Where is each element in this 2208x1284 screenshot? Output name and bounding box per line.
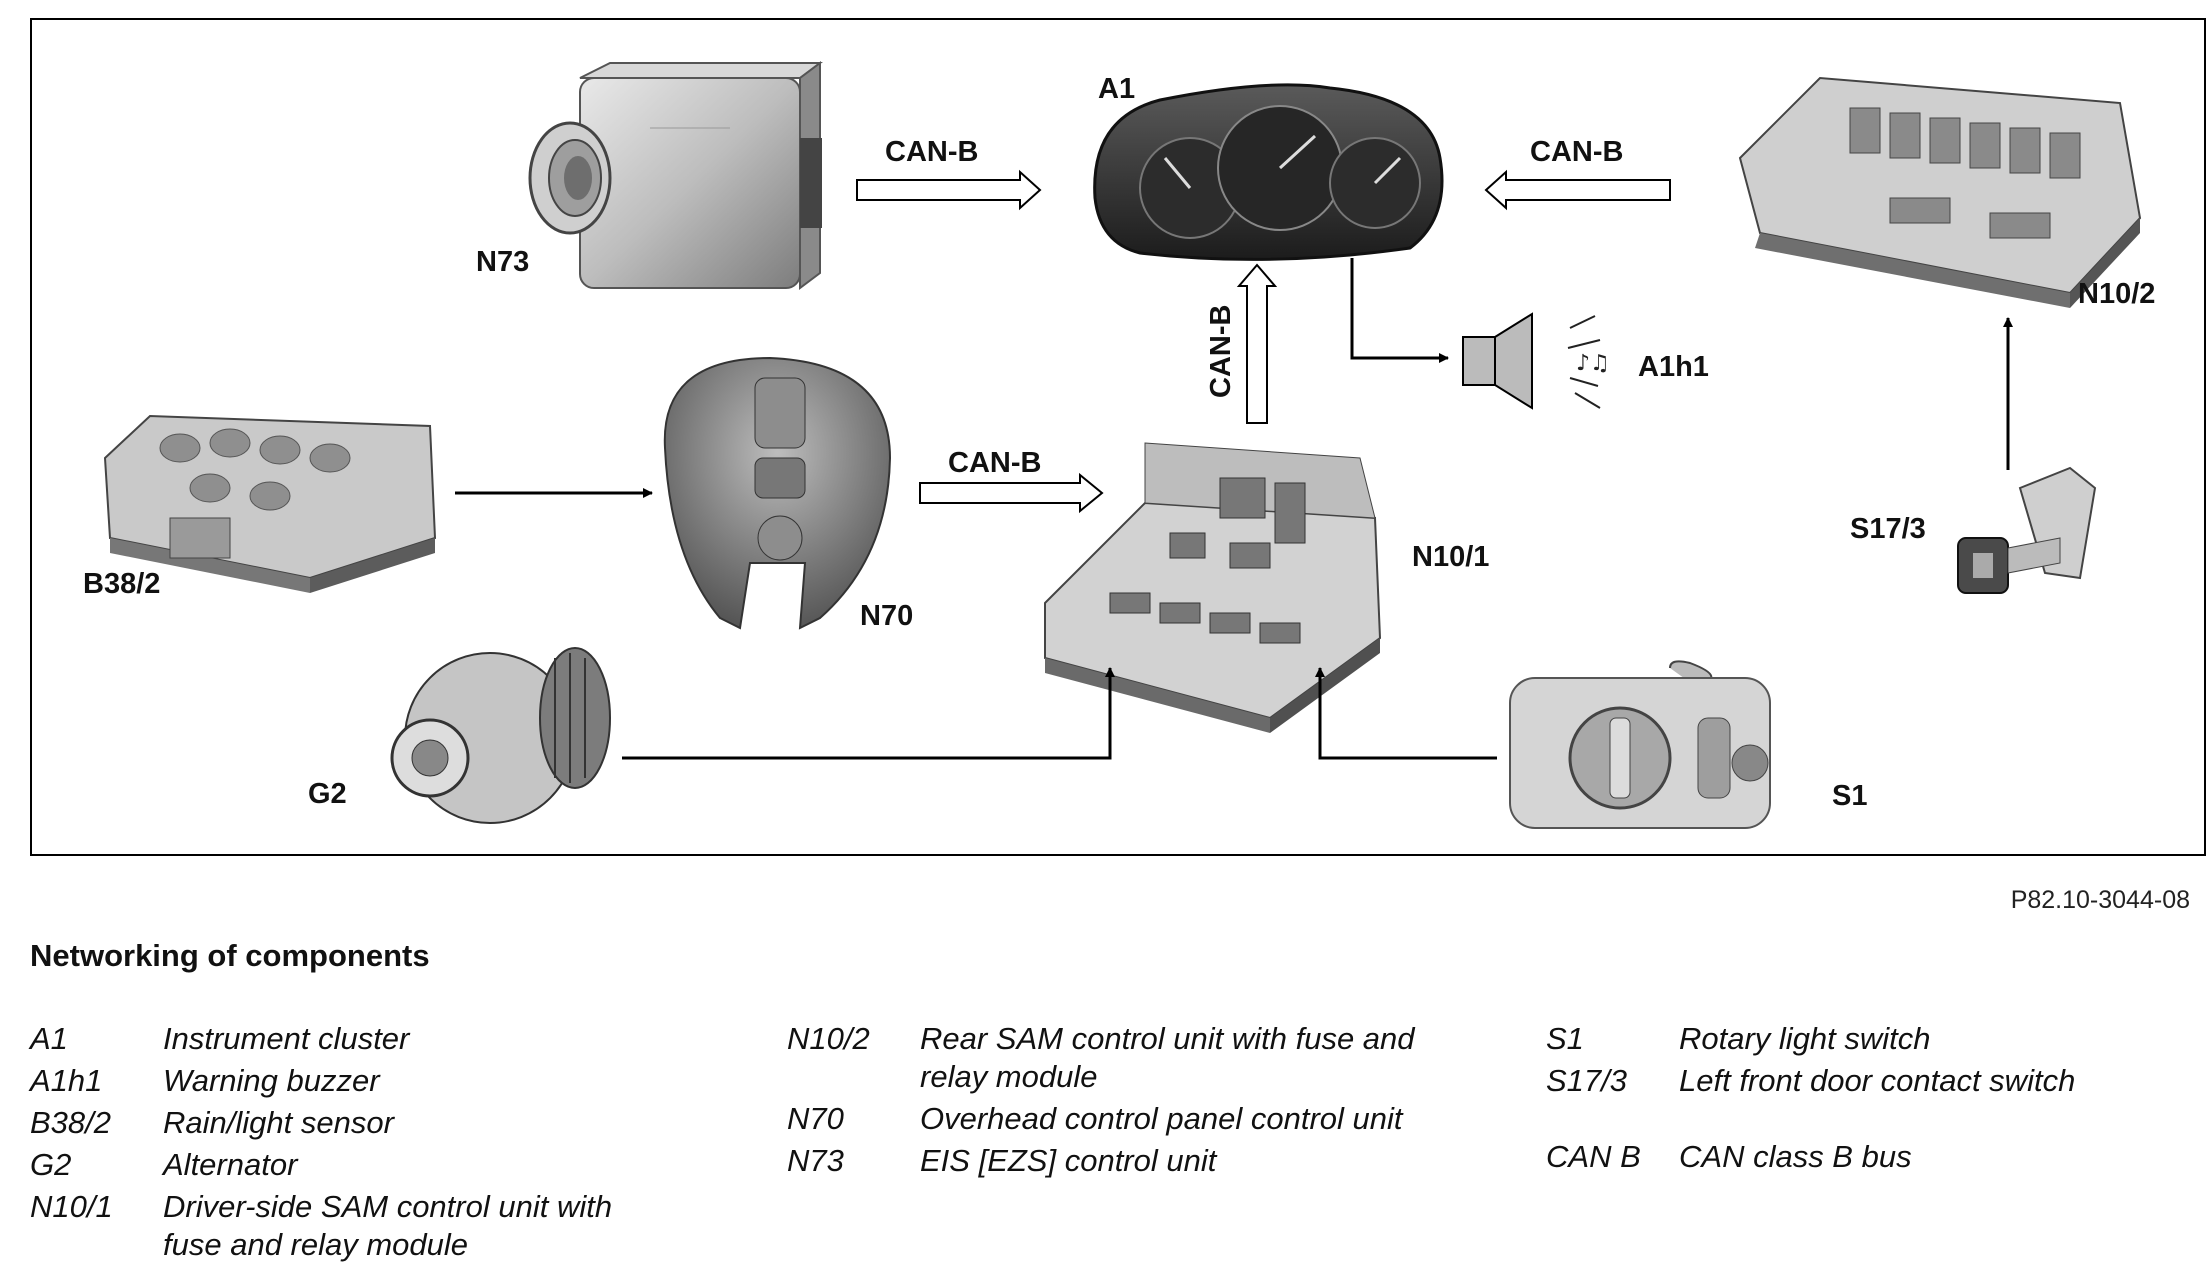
figure-caption: Networking of components bbox=[30, 938, 430, 973]
legend-desc: Warning buzzer bbox=[163, 1063, 380, 1098]
legend-column-2: N10/2 Rear SAM control unit with fuse and… bbox=[787, 1020, 1487, 1184]
legend-row: N10/2 Rear SAM control unit with fuse and… bbox=[787, 1020, 1487, 1096]
legend-desc: Driver-side SAM control unit with fuse a… bbox=[163, 1189, 613, 1262]
legend-row: G2 Alternator bbox=[30, 1146, 730, 1184]
legend-row: B38/2 Rain/light sensor bbox=[30, 1104, 730, 1142]
legend-row: CAN B CAN class B bus bbox=[1546, 1138, 2206, 1176]
a1h1-warning-buzzer-icon: ♪♫ bbox=[1462, 312, 1610, 410]
legend-column-3: S1 Rotary light switch S17/3 Left front do… bbox=[1546, 1020, 2206, 1180]
label-n73: N73 bbox=[476, 246, 529, 278]
line-a1-to-a1h1 bbox=[1350, 258, 1449, 363]
legend-row: N73 EIS [EZS] control unit bbox=[787, 1142, 1487, 1180]
legend-desc: EIS [EZS] control unit bbox=[920, 1143, 1217, 1178]
legend-row: A1h1 Warning buzzer bbox=[30, 1062, 730, 1100]
legend-code: N70 bbox=[787, 1101, 844, 1136]
legend-code: N10/1 bbox=[30, 1189, 113, 1224]
s1-rotary-light-switch-illustration bbox=[1509, 660, 1771, 829]
label-can-b-n73: CAN-B bbox=[885, 136, 978, 168]
g2-alternator-illustration bbox=[390, 647, 611, 824]
legend-code: S17/3 bbox=[1546, 1063, 1628, 1098]
label-a1h1: A1h1 bbox=[1638, 351, 1709, 383]
legend-desc: Left front door contact switch bbox=[1679, 1063, 2076, 1098]
label-s17-3: S17/3 bbox=[1850, 513, 1926, 545]
label-can-b-vertical: CAN-B bbox=[1205, 305, 1237, 398]
legend-code: G2 bbox=[30, 1147, 72, 1182]
legend-row: N70 Overhead control panel control unit bbox=[787, 1100, 1487, 1138]
line-g2-to-n10-1 bbox=[622, 667, 1115, 760]
legend-code: CAN B bbox=[1546, 1139, 1641, 1174]
legend-desc: CAN class B bus bbox=[1679, 1139, 1912, 1174]
n10-2-rear-sam-illustration bbox=[1738, 76, 2142, 308]
can-b-arrow-n73-to-a1 bbox=[856, 169, 1042, 211]
legend-desc: Alternator bbox=[163, 1147, 298, 1182]
legend-code: N10/2 bbox=[787, 1021, 870, 1056]
label-n10-2: N10/2 bbox=[2078, 278, 2155, 310]
legend-code: B38/2 bbox=[30, 1105, 112, 1140]
can-b-arrow-n70-to-n10-1 bbox=[919, 472, 1104, 514]
legend-desc: Rotary light switch bbox=[1679, 1021, 1931, 1056]
can-b-arrow-n10-2-to-a1 bbox=[1484, 169, 1671, 211]
label-g2: G2 bbox=[308, 778, 347, 810]
svg-text:♪♫: ♪♫ bbox=[1576, 351, 1610, 376]
b38-2-rain-light-sensor-illustration bbox=[103, 414, 437, 593]
can-b-arrow-n10-1-to-a1 bbox=[1236, 263, 1278, 424]
label-s1: S1 bbox=[1832, 780, 1867, 812]
legend-code: A1 bbox=[30, 1021, 68, 1056]
n10-1-driver-sam-illustration bbox=[1044, 442, 1382, 733]
legend-code: N73 bbox=[787, 1143, 844, 1178]
figure-reference: P82.10-3044-08 bbox=[2010, 886, 2190, 914]
legend-desc: Rain/light sensor bbox=[163, 1105, 394, 1140]
legend-desc: Rear SAM control unit with fuse and rela… bbox=[920, 1021, 1415, 1094]
networking-diagram: ♪♫ bbox=[30, 18, 2206, 856]
legend-code: A1h1 bbox=[30, 1063, 103, 1098]
legend-row: N10/1 Driver-side SAM control unit with f… bbox=[30, 1188, 730, 1264]
label-n10-1: N10/1 bbox=[1412, 541, 1489, 573]
label-can-b-n70: CAN-B bbox=[948, 447, 1041, 479]
legend-code: S1 bbox=[1546, 1021, 1584, 1056]
label-n70: N70 bbox=[860, 600, 913, 632]
line-s1-to-n10-1 bbox=[1315, 667, 1497, 760]
s17-3-door-contact-switch-illustration bbox=[1957, 466, 2097, 594]
a1-instrument-cluster-illustration bbox=[1093, 83, 1444, 261]
legend-row: S17/3 Left front door contact switch bbox=[1546, 1062, 2206, 1100]
legend-desc: Instrument cluster bbox=[163, 1021, 410, 1056]
n70-overhead-control-panel-illustration bbox=[663, 356, 892, 630]
label-b38-2: B38/2 bbox=[83, 568, 160, 600]
n73-eis-control-unit-illustration bbox=[528, 61, 823, 290]
label-can-b-n10-2: CAN-B bbox=[1530, 136, 1623, 168]
label-a1: A1 bbox=[1098, 73, 1135, 105]
legend-desc: Overhead control panel control unit bbox=[920, 1101, 1403, 1136]
legend-row: A1 Instrument cluster bbox=[30, 1020, 730, 1058]
legend-row: S1 Rotary light switch bbox=[1546, 1020, 2206, 1058]
